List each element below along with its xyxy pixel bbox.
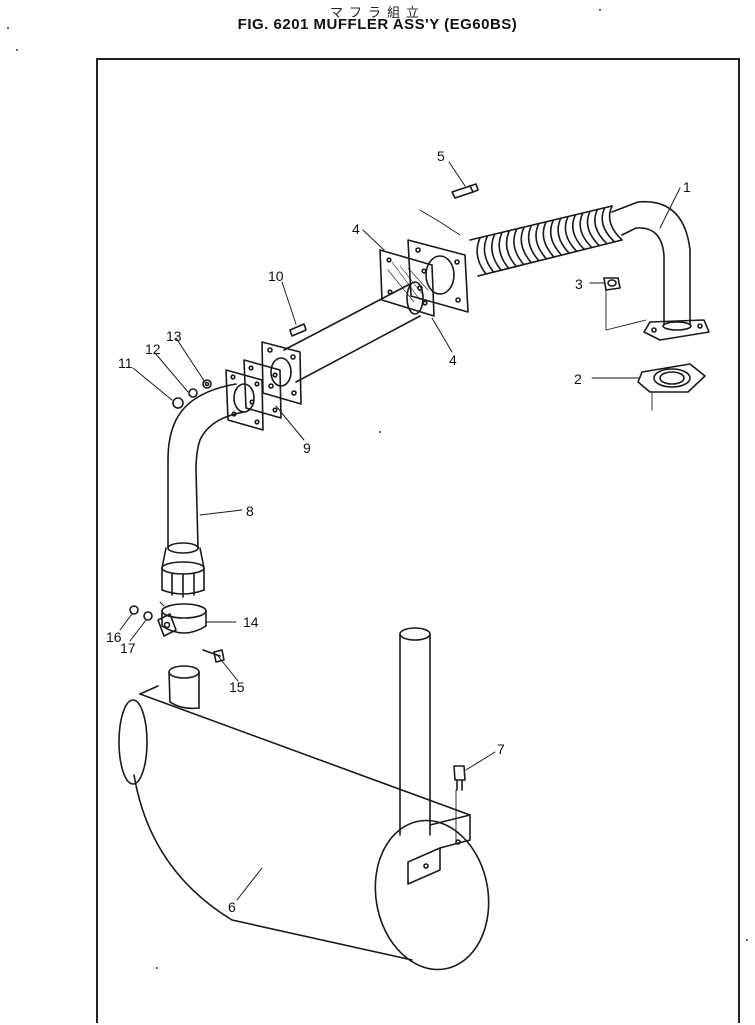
bellows-rib (520, 226, 533, 264)
part-bellows-flange (407, 239, 469, 313)
callout-6: 6 (228, 899, 236, 915)
callout-13: 13 (166, 328, 182, 344)
callout-4-lower: 4 (449, 352, 457, 368)
bellows-rib (505, 230, 518, 268)
part-outlet-stack (399, 627, 431, 836)
bellows-rib (535, 222, 548, 260)
callout-3: 3 (575, 276, 583, 292)
bellows-rib (498, 231, 510, 270)
drawing-frame (96, 58, 740, 1023)
bellows-rib (601, 206, 616, 243)
bellows-rib (513, 228, 525, 266)
scan-specks (7, 9, 748, 969)
callout-2: 2 (574, 371, 582, 387)
part-mounting-bracket (407, 814, 471, 885)
callout-12: 12 (145, 341, 161, 357)
callout-9: 9 (303, 440, 311, 456)
bellows-rib (491, 233, 502, 272)
callout-16: 16 (106, 629, 122, 645)
figure-title: FIG. 6201 MUFFLER ASS'Y (EG60BS) (237, 16, 518, 33)
callout-14: 14 (243, 614, 259, 630)
leader-lines (119, 161, 681, 901)
part-gasket-upper (379, 249, 435, 317)
figure-title-japanese: マフラ組立 (329, 5, 425, 20)
bellows-rib (557, 217, 570, 255)
callout-4-upper: 4 (352, 221, 360, 237)
part-flange-plate (243, 341, 302, 419)
bellows-rib (549, 219, 563, 256)
callout-8: 8 (246, 503, 254, 519)
assembly-lines (159, 209, 653, 841)
callout-17: 17 (120, 640, 136, 656)
callout-7: 7 (497, 741, 505, 757)
callout-10: 10 (268, 268, 284, 284)
callout-15: 15 (229, 679, 245, 695)
part-straight-tube (283, 281, 424, 383)
part-elbow-pipe (611, 200, 710, 341)
bellows-rib (564, 215, 578, 253)
fasteners (129, 183, 706, 791)
bellows-rib (572, 214, 586, 251)
callout-1: 1 (683, 179, 691, 195)
callout-5: 5 (437, 148, 445, 164)
callout-11: 11 (118, 355, 133, 371)
bellows-rib (542, 221, 555, 258)
bellows-rib (608, 205, 623, 241)
bellows-rib (594, 208, 608, 245)
bellows-rib (586, 210, 601, 247)
bellows-rib (527, 224, 540, 262)
part-tailpipe (161, 369, 264, 598)
bellows-rib (579, 212, 593, 249)
bellows-rib (483, 235, 495, 273)
part-bellows-pipe (469, 205, 623, 277)
bellows-rib (476, 237, 487, 275)
callout-labels: 1 2 3 4 4 5 6 7 8 9 10 11 12 13 14 15 16… (106, 148, 691, 915)
part-muffler-body (118, 665, 490, 971)
part-clamp (157, 603, 207, 637)
